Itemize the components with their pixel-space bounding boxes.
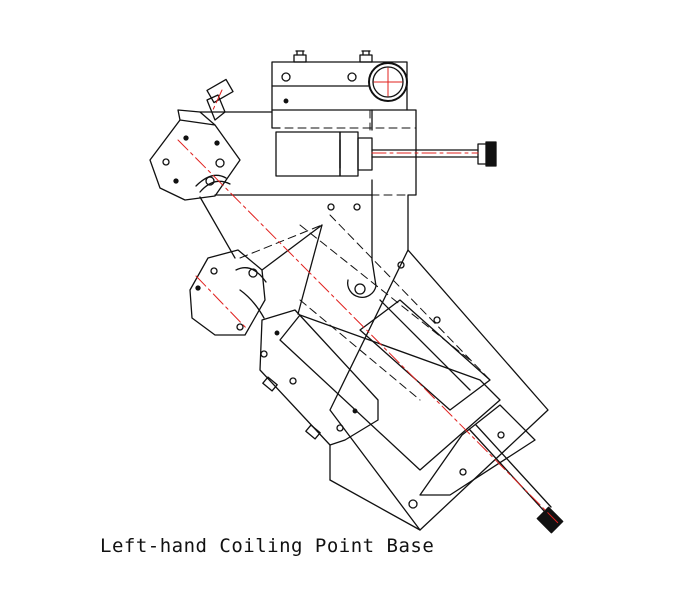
hidden-lines xyxy=(214,109,491,401)
centerlines xyxy=(177,67,561,526)
diagonal-rail-assembly xyxy=(259,249,564,534)
lower-tension-head xyxy=(189,249,267,336)
main-plate xyxy=(199,109,417,298)
left-support-arm xyxy=(199,196,323,315)
top-mounting-block xyxy=(271,50,408,129)
drawing-caption: Left-hand Coiling Point Base xyxy=(100,535,435,557)
upper-tension-head xyxy=(149,78,241,201)
actuator-cylinder xyxy=(275,131,497,177)
